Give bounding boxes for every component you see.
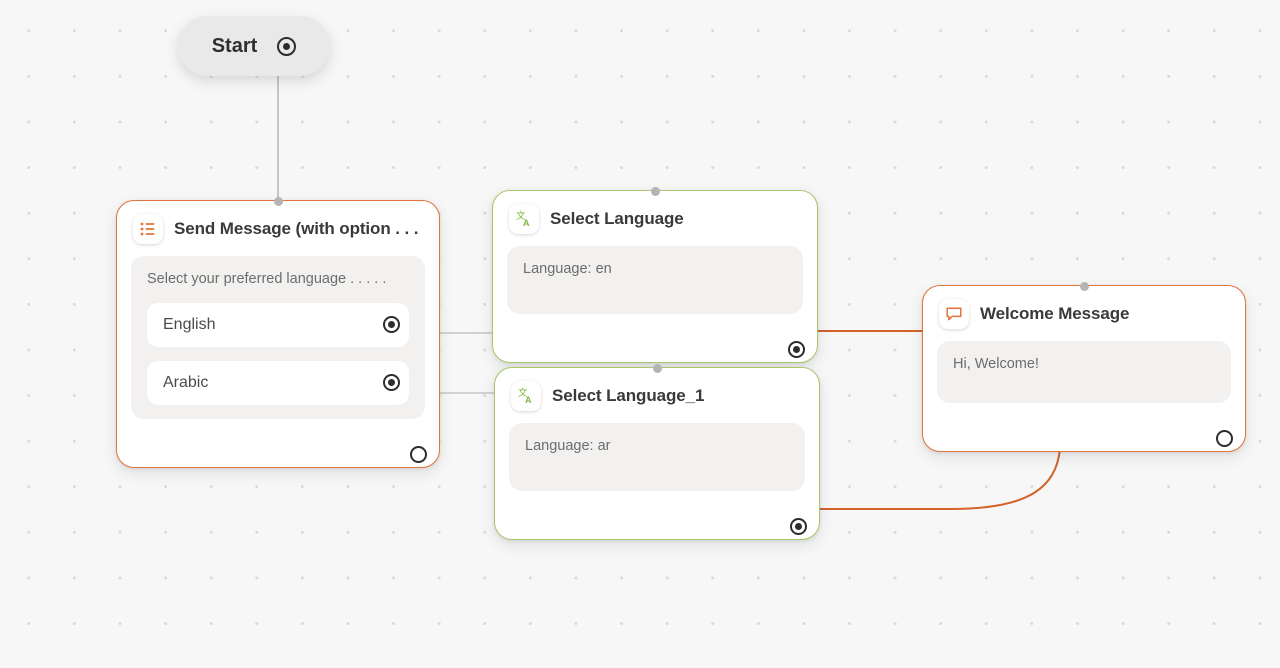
node-select-language[interactable]: 文 A Select Language Language: en <box>492 186 818 363</box>
translate-icon: 文 A <box>509 204 539 234</box>
language-value: Language: en <box>523 261 612 277</box>
node-top-handle[interactable] <box>650 186 660 196</box>
option-row-arabic[interactable]: Arabic <box>147 360 409 405</box>
translate-icon: 文 A <box>511 381 541 411</box>
option-label: Arabic <box>163 373 209 391</box>
node-body: Select your preferred language . . . . .… <box>131 256 425 419</box>
edge-select-language-1-to-welcome <box>814 448 1061 510</box>
node-title: Select Language_1 <box>552 386 705 405</box>
node-footer <box>493 328 817 362</box>
node-body: Language: en <box>507 246 803 314</box>
node-output-port[interactable] <box>410 445 427 463</box>
option-label: English <box>163 315 216 333</box>
node-footer <box>923 417 1245 451</box>
node-welcome-message[interactable]: Welcome Message Hi, Welcome! <box>922 281 1246 452</box>
start-label: Start <box>211 34 258 57</box>
node-header: 文 A Select Language <box>493 191 817 240</box>
welcome-text: Hi, Welcome! <box>953 356 1039 372</box>
option-list: English Arabic <box>147 302 409 405</box>
svg-text:文: 文 <box>518 387 528 399</box>
language-value: Language: ar <box>525 438 611 454</box>
node-header: Welcome Message <box>923 286 1245 335</box>
svg-text:A: A <box>523 218 530 228</box>
node-output-port[interactable] <box>788 341 805 358</box>
svg-text:A: A <box>525 395 532 405</box>
message-placeholder: Select your preferred language . . . . . <box>147 271 387 287</box>
node-body: Language: ar <box>509 423 805 491</box>
node-select-language-1[interactable]: 文 A Select Language_1 Language: ar <box>494 363 820 540</box>
start-node[interactable]: Start <box>178 16 330 76</box>
option-output-port[interactable] <box>383 316 400 334</box>
node-send-message[interactable]: Send Message (with option . . . Select y… <box>116 196 440 468</box>
filled-radio-port-icon[interactable] <box>277 36 297 56</box>
node-header: 文 A Select Language_1 <box>495 368 819 417</box>
node-top-handle[interactable] <box>273 196 283 206</box>
node-title: Welcome Message <box>980 304 1130 323</box>
svg-text:文: 文 <box>516 210 526 222</box>
option-output-port[interactable] <box>383 374 400 392</box>
node-header: Send Message (with option . . . <box>117 201 439 250</box>
node-footer <box>495 505 819 539</box>
option-row-english[interactable]: English <box>147 302 409 347</box>
node-body: Hi, Welcome! <box>937 341 1231 403</box>
node-top-handle[interactable] <box>652 363 662 373</box>
node-output-port[interactable] <box>1216 430 1233 447</box>
node-title: Select Language <box>550 209 684 228</box>
node-title: Send Message (with option . . . <box>174 219 419 238</box>
chat-bubble-icon <box>939 299 969 329</box>
node-top-handle[interactable] <box>1079 281 1089 291</box>
node-footer <box>117 433 439 467</box>
list-options-icon <box>133 214 163 244</box>
node-output-port[interactable] <box>790 518 807 535</box>
